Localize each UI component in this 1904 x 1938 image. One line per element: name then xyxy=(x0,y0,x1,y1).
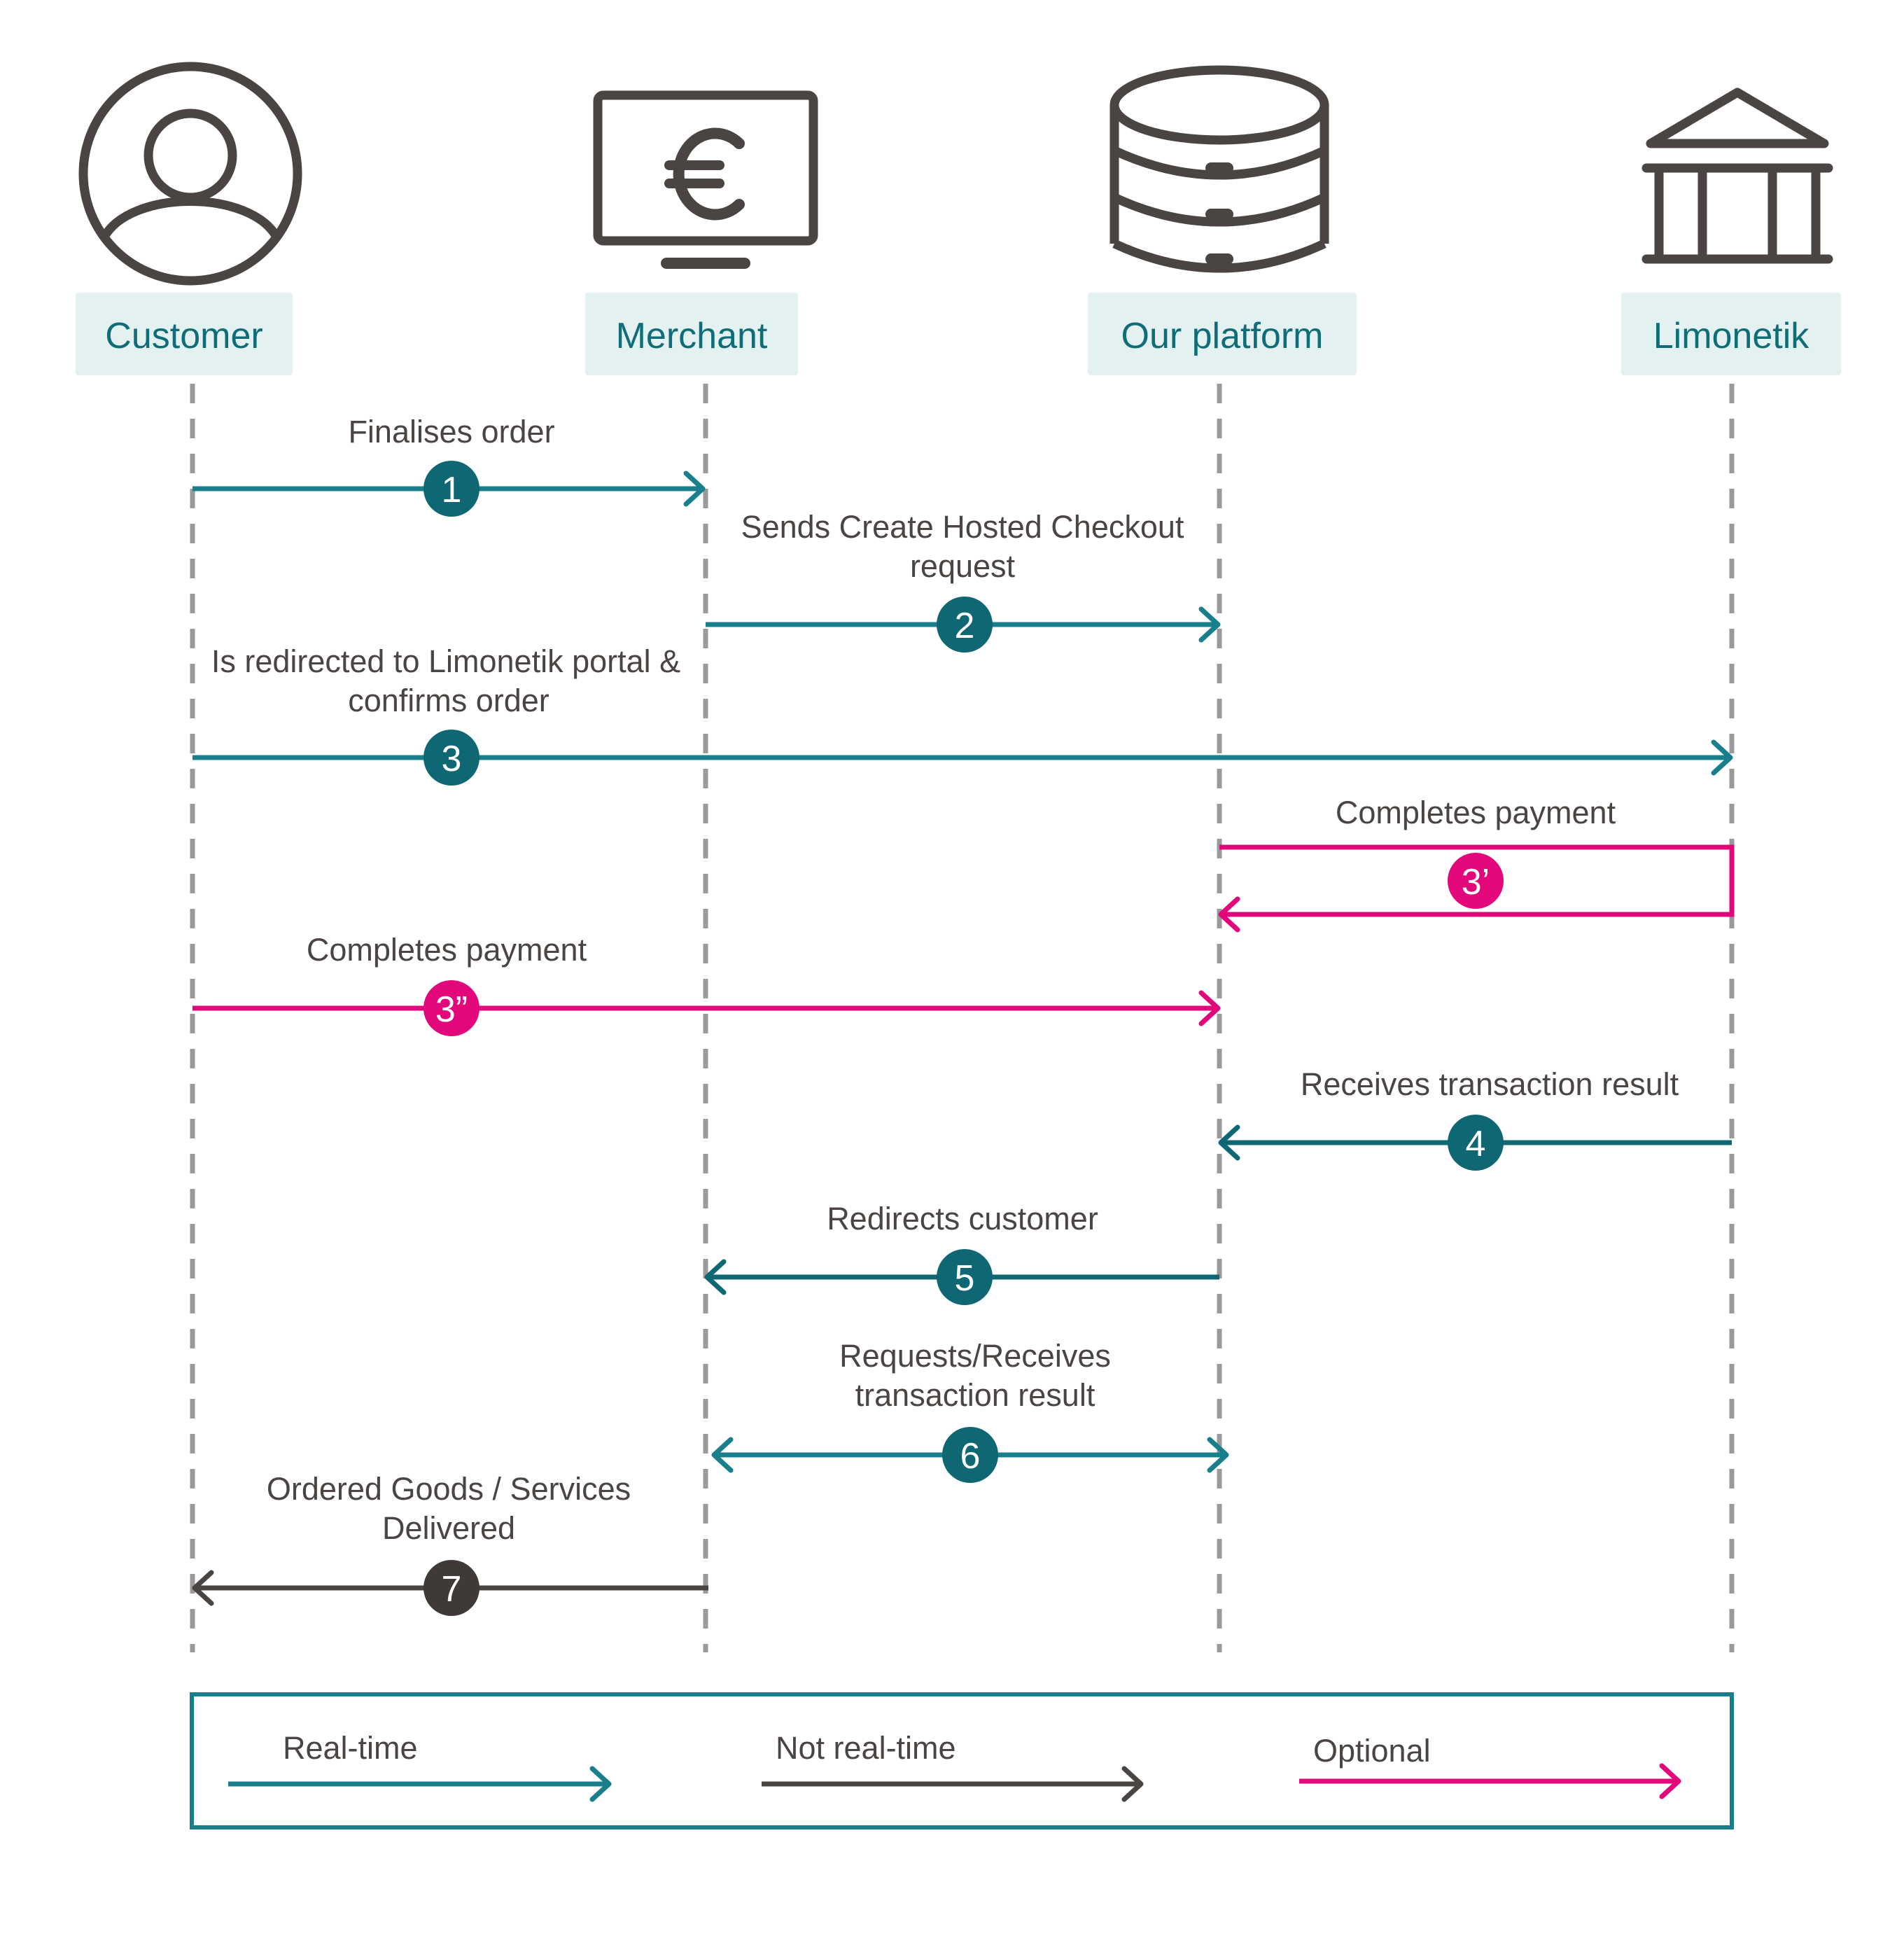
actor-merchant-text: Merchant xyxy=(616,316,768,356)
lifelines xyxy=(190,384,1735,1652)
legend-optional: Optional xyxy=(1299,1733,1681,1799)
step-2-number: 2 xyxy=(955,606,975,646)
actor-customer-text: Customer xyxy=(105,316,262,356)
actor-label-merchant: Merchant xyxy=(585,293,798,375)
legend-optional-label: Optional xyxy=(1313,1733,1431,1769)
actor-platform-text: Our platform xyxy=(1121,316,1324,356)
step-3-double-prime-label: Completes payment xyxy=(307,932,587,968)
step-3-prime: Completes payment 3’ xyxy=(1218,795,1735,933)
actor-label-limonetik: Limonetik xyxy=(1621,293,1841,375)
legend-not-realtime: Not real-time xyxy=(762,1730,1144,1802)
actor-limonetik-text: Limonetik xyxy=(1653,316,1810,356)
step-3-double-prime-number: 3” xyxy=(435,989,468,1030)
step-6-label-line1: Requests/Receives xyxy=(839,1338,1111,1374)
step-3-label-line1: Is redirected to Limonetik portal & xyxy=(211,643,680,679)
actor-label-customer: Customer xyxy=(76,293,293,375)
euro-monitor-icon xyxy=(593,90,818,269)
step-3-number: 3 xyxy=(442,739,462,779)
actor-label-platform: Our platform xyxy=(1088,293,1357,375)
step-1-label: Finalises order xyxy=(348,414,554,449)
step-4: Receives transaction result 4 xyxy=(1218,1066,1732,1171)
step-6-number: 6 xyxy=(960,1436,981,1477)
step-6-label-line2: transaction result xyxy=(855,1377,1096,1413)
step-5-number: 5 xyxy=(955,1258,975,1299)
legend-realtime-label: Real-time xyxy=(283,1730,418,1766)
step-5: Redirects customer 5 xyxy=(704,1201,1219,1305)
step-5-label: Redirects customer xyxy=(827,1201,1098,1236)
step-4-number: 4 xyxy=(1466,1124,1486,1164)
step-2: Sends Create Hosted Checkout request 2 xyxy=(706,509,1221,653)
legend-not-realtime-label: Not real-time xyxy=(776,1730,956,1766)
bank-icon xyxy=(1642,88,1833,264)
step-7-label-line1: Ordered Goods / Services xyxy=(267,1471,631,1507)
database-icon xyxy=(1110,65,1329,273)
legend: Real-time Not real-time Optional xyxy=(190,1692,1734,1829)
step-4-label: Receives transaction result xyxy=(1301,1066,1679,1102)
step-1: Finalises order 1 xyxy=(192,414,706,517)
step-7-label-line2: Delivered xyxy=(382,1510,515,1546)
step-1-number: 1 xyxy=(442,470,462,510)
step-3-prime-number: 3’ xyxy=(1462,862,1490,902)
step-7-number: 7 xyxy=(442,1569,462,1610)
user-icon xyxy=(78,62,302,286)
step-3: Is redirected to Limonetik portal & conf… xyxy=(192,643,1733,786)
step-6: Requests/Receives transaction result 6 xyxy=(711,1338,1229,1483)
step-2-label-line2: request xyxy=(910,548,1016,584)
step-3-prime-label: Completes payment xyxy=(1336,795,1616,830)
step-3-label-line2: confirms order xyxy=(348,683,550,718)
step-3-double-prime: Completes payment 3” xyxy=(192,932,1221,1036)
step-2-label-line1: Sends Create Hosted Checkout xyxy=(741,509,1184,545)
step-7: Ordered Goods / Services Delivered 7 xyxy=(192,1471,708,1616)
legend-realtime: Real-time xyxy=(228,1730,612,1802)
